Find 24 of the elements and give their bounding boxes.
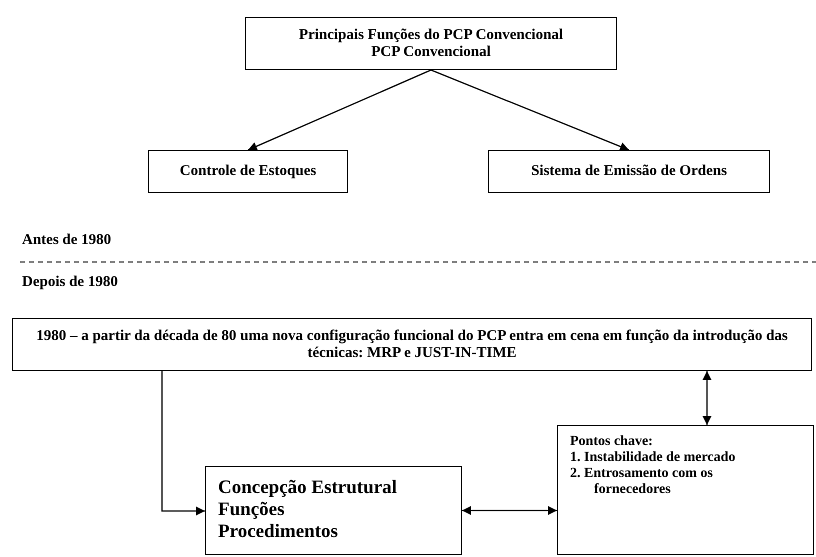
text-box <box>148 150 348 193</box>
period-label: Depois de 1980 <box>22 274 118 291</box>
arrow <box>702 371 712 425</box>
text-box <box>488 150 770 193</box>
box-text: Concepção Estrutural <box>218 477 398 499</box>
box-text: PCP Convencional <box>370 44 492 60</box>
box-text: Procedimentos <box>218 521 339 543</box>
box-text: 2. Entrosamento com os fornecedores <box>570 466 714 498</box>
box-text: Pontos chave: <box>570 434 654 450</box>
text-box <box>12 318 812 371</box>
box-text: Funções <box>218 499 286 521</box>
text-box <box>245 17 617 70</box>
box-text: 1980 – a partir da década de 80 uma nova configuração funcional do PCP entra em cena em função da introdução das técnicas: MRP e JUST-IN-TIME <box>35 328 789 362</box>
box-text: 1. Instabilidade de mercado <box>570 450 736 466</box>
period-label: Antes de 1980 <box>22 232 112 249</box>
box-text: Sistema de Emissão de Ordens <box>530 163 728 180</box>
arrow <box>430 69 630 151</box>
arrow <box>161 371 205 516</box>
box-text: Controle de Estoques <box>178 163 318 180</box>
arrow <box>462 506 557 515</box>
text-box <box>557 425 814 555</box>
text-box <box>205 466 462 555</box>
arrow <box>248 69 432 151</box>
box-text: Principais Funções do PCP Convencional <box>298 26 564 44</box>
